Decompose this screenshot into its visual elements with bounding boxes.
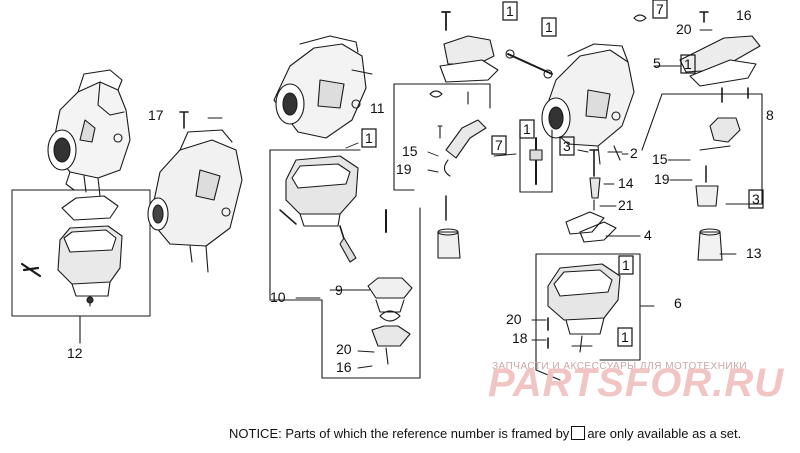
group-8-bracket: [641, 93, 763, 205]
callout-3: 3: [563, 138, 571, 154]
watermark-brand: PARTSFOR.RU: [488, 361, 784, 405]
left-bowl-gasket: [61, 195, 119, 221]
callout-1: 1: [684, 56, 692, 72]
callout-1: 1: [622, 257, 630, 273]
screw-17: [179, 111, 189, 129]
callout-1: 1: [621, 329, 629, 345]
notice-text: NOTICE: Parts of which the reference num…: [229, 426, 741, 441]
callout-frame: [361, 128, 377, 148]
callout-15: 15: [652, 151, 668, 167]
group-10-bracket: [269, 149, 421, 379]
callout-frame: [502, 1, 518, 21]
callout-16: 16: [336, 359, 352, 375]
callout-21: 21: [618, 197, 634, 213]
throttle-valve-assembly: [695, 117, 741, 261]
callout-19: 19: [396, 161, 412, 177]
frame-symbol: [571, 426, 586, 440]
top-screw: [441, 11, 451, 31]
notice-before: NOTICE: Parts of which the reference num…: [229, 426, 570, 441]
left-float-bowl: [57, 225, 123, 307]
bottom-float-bowl: [547, 263, 621, 353]
left-carburetor-body: [47, 69, 131, 197]
callout-3: 3: [752, 191, 760, 207]
callout-1: 1: [545, 19, 553, 35]
leader-lines: [207, 29, 749, 369]
throttle-lever-assembly: [429, 90, 487, 259]
callout-1: 1: [506, 3, 514, 19]
callout-17: 17: [148, 107, 164, 123]
group-6-bracket: [535, 253, 641, 381]
callout-frame: [519, 119, 535, 139]
right-center-carburetor: [541, 43, 635, 165]
callout-18: 18: [512, 330, 528, 346]
left-drain-screw: [20, 262, 42, 278]
right-small-screws: [633, 11, 749, 103]
float-assembly-9: [367, 209, 413, 365]
callout-19: 19: [654, 171, 670, 187]
callout-5: 5: [653, 55, 661, 71]
callout-frame: [652, 0, 668, 19]
callout-10: 10: [270, 289, 286, 305]
needle-jet-parts: [589, 145, 623, 211]
watermark-tagline: ЗАПЧАСТИ И АКСЕССУАРЫ ДЛЯ МОТОТЕХНИКИ: [492, 361, 747, 372]
callout-9: 9: [335, 282, 343, 298]
right-top-cover: [679, 35, 761, 87]
callout-20: 20: [676, 21, 692, 37]
left-group-bracket: [11, 189, 151, 344]
callout-12: 12: [67, 345, 83, 361]
center-left-carburetor: [147, 129, 243, 273]
callout-frame: [541, 17, 557, 37]
callout-2: 2: [630, 145, 638, 161]
link-rod: [505, 49, 553, 79]
jet-group-7: [519, 129, 553, 193]
callout-1: 1: [523, 121, 531, 137]
callout-frame: [491, 135, 507, 155]
callout-7: 7: [656, 1, 664, 17]
notice-after: are only available as a set.: [587, 426, 742, 441]
callout-frame: [618, 255, 634, 275]
callout-6: 6: [674, 295, 682, 311]
callout-frame: [748, 189, 764, 209]
callout-frame: [680, 54, 696, 74]
callout-1: 1: [365, 130, 373, 146]
callout-8: 8: [766, 107, 774, 123]
top-cover-plate: [439, 35, 499, 83]
callout-15: 15: [402, 143, 418, 159]
center-float-chamber: [285, 155, 359, 263]
callout-4: 4: [644, 227, 652, 243]
callout-16: 16: [736, 7, 752, 23]
callout-20: 20: [336, 341, 352, 357]
callout-11: 11: [370, 100, 385, 116]
gasket-pair-4: [565, 211, 617, 243]
callout-7: 7: [495, 137, 503, 153]
callout-13: 13: [746, 245, 762, 261]
callout-frame: [617, 327, 633, 347]
group-11-bracket: [393, 83, 491, 191]
watermark: ЗАПЧАСТИ И АКСЕССУАРЫ ДЛЯ МОТОТЕХНИКИ PA…: [488, 361, 784, 405]
callout-14: 14: [618, 175, 634, 191]
callout-frame: [559, 136, 575, 156]
center-carburetor: [273, 35, 373, 139]
callout-20: 20: [506, 311, 522, 327]
